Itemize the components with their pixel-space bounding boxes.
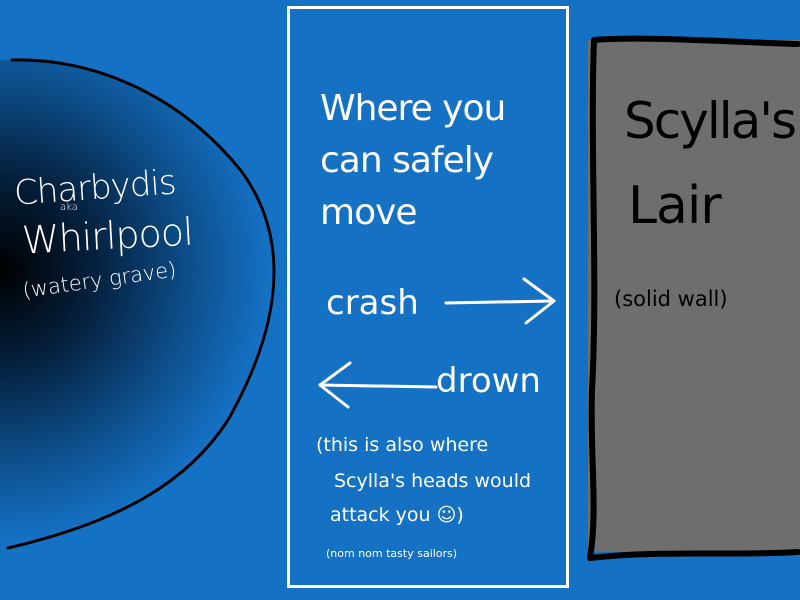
whirlpool-shape [0,59,274,545]
safe-zone-note-line: Scylla's heads would [334,470,532,492]
wall-outline [587,35,800,561]
lair-title-line: Scylla's [624,92,797,150]
nom-note: (nom nom tasty sailors) [326,547,458,560]
safe-zone-note-line: (this is also where [316,434,489,456]
left-arrow-icon [318,361,438,409]
drown-label: drown [436,361,541,401]
wall-block [588,40,800,552]
whirlpool-outline [6,58,276,550]
safe-zone-box: Where you can safely move crash drown (t… [287,6,569,588]
safe-zone-title-line: Where you [320,88,506,129]
wall-note: (solid wall) [614,287,728,311]
safe-zone-title: Where you can safely move [320,83,550,239]
safe-zone-note-line: attack you ☺) [330,504,464,526]
safe-zone-title-line: can safely [320,140,494,181]
crash-label: crash [326,283,419,323]
whirlpool-alias: Whirlpool [20,209,194,263]
whirlpool-aka: aka [60,202,78,213]
safe-zone-title-line: move [320,192,418,233]
right-arrow-icon [444,277,556,325]
lair-title-line: Lair [628,176,722,236]
